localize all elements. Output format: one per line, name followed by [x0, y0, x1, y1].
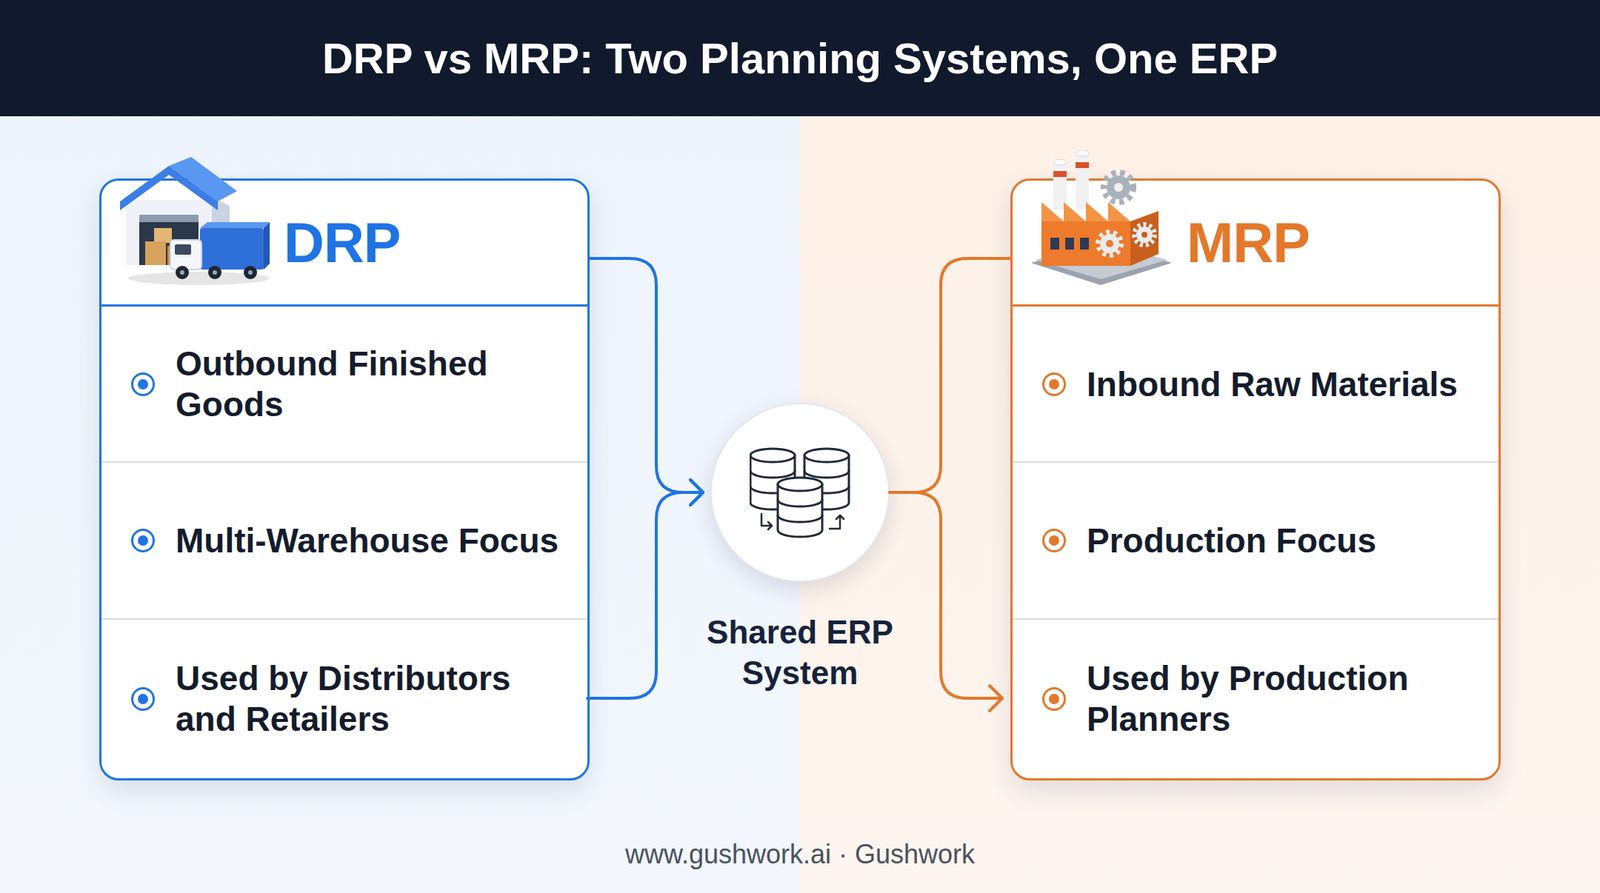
footer-credit: www.gushwork.ai · Gushwork	[0, 838, 1600, 872]
bullet-dot	[1048, 535, 1060, 546]
connector	[889, 492, 1003, 712]
factory-icon-part	[1075, 162, 1089, 169]
row-band: Used by Production Planners	[1012, 618, 1499, 779]
row-band: Used by Distributors and Retailers	[101, 618, 588, 779]
factory-icon	[1026, 150, 1175, 288]
row-label: Outbound Finished Goods	[175, 343, 570, 426]
panel-heading: MRP	[1186, 180, 1310, 305]
database-icon	[749, 447, 852, 540]
database-icon-part-part	[804, 448, 849, 463]
bullet-dot	[137, 694, 149, 705]
bullet-dot	[137, 535, 149, 546]
connector	[889, 258, 1011, 493]
warehouse-icon-part	[263, 222, 270, 270]
warehouse-icon	[117, 154, 273, 288]
connector	[589, 258, 703, 506]
row-label: Multi-Warehouse Focus	[175, 520, 570, 562]
warehouse-icon-part	[170, 240, 202, 270]
row-label: Inbound Raw Materials	[1086, 363, 1481, 405]
row-band: Multi-Warehouse Focus	[101, 461, 588, 619]
row-label: Production Focus	[1086, 520, 1481, 562]
title-band: DRP vs MRP: Two Planning Systems, One ER…	[0, 0, 1600, 117]
panel-heading: DRP	[283, 180, 400, 305]
arrow-head	[690, 480, 703, 506]
warehouse-icon-part	[200, 228, 264, 270]
connector	[587, 480, 703, 699]
row-band: Production Focus	[1012, 461, 1499, 619]
warehouse-icon-part	[243, 265, 258, 280]
bullet-marker	[131, 687, 155, 712]
factory-icon-part	[1100, 234, 1120, 254]
database-icon-part-part	[804, 471, 849, 478]
factory-icon-part	[1075, 150, 1089, 157]
factory-icon-part	[1105, 240, 1114, 248]
warehouse-icon-part	[175, 265, 189, 280]
connector-line	[889, 492, 1003, 699]
bullet-dot	[137, 379, 149, 390]
warehouse-icon-part	[200, 222, 270, 229]
factory-icon-part	[1075, 153, 1089, 210]
diagram-title: DRP vs MRP: Two Planning Systems, One ER…	[0, 0, 1600, 117]
hub-label: Shared ERP System	[677, 611, 923, 694]
bullet-marker	[131, 372, 155, 397]
factory-icon-part	[1114, 182, 1123, 192]
factory-icon-part	[1050, 237, 1060, 250]
factory-icon-part	[1136, 226, 1153, 243]
warehouse-icon-part	[208, 265, 222, 280]
database-icon-part-part	[777, 500, 823, 507]
bullet-marker	[1042, 528, 1066, 553]
factory-icon-part	[1065, 237, 1075, 250]
warehouse-icon-part	[180, 270, 185, 275]
row-band: Outbound Finished Goods	[101, 304, 588, 462]
warehouse-icon-part	[174, 244, 192, 255]
warehouse-icon-part	[145, 241, 166, 266]
factory-icon-part	[1053, 159, 1067, 166]
factory-icon-part	[1134, 224, 1155, 246]
connector-line	[589, 258, 703, 493]
warehouse-icon-part	[212, 270, 218, 275]
database-icon-part-part	[750, 448, 795, 463]
bullet-marker	[1042, 687, 1066, 712]
row-label: Used by Distributors and Retailers	[175, 658, 570, 740]
database-icon-part-part	[777, 477, 823, 492]
factory-icon-part	[1141, 231, 1148, 238]
database-icon-part-part	[777, 484, 823, 538]
warehouse-icon-part	[139, 214, 199, 223]
factory-icon-part	[1106, 175, 1131, 200]
factory-icon-part	[1080, 237, 1089, 250]
bullet-marker	[1042, 372, 1066, 397]
warehouse-icon-part	[154, 228, 172, 243]
connector-line	[889, 258, 1011, 493]
database-icon-part-part	[777, 515, 823, 523]
connector-line	[587, 492, 703, 699]
bullet-dot	[1048, 379, 1060, 390]
factory-icon-part	[1053, 171, 1067, 178]
warehouse-icon-part	[248, 270, 253, 275]
row-band: Inbound Raw Materials	[1012, 304, 1499, 462]
factory-icon-part	[1053, 162, 1067, 210]
factory-icon-part	[1041, 221, 1131, 266]
bullet-dot	[1048, 694, 1060, 705]
factory-icon-part	[1097, 231, 1122, 256]
arrow-head	[989, 685, 1003, 712]
row-label: Used by Production Planners	[1086, 658, 1481, 740]
bullet-marker	[131, 528, 155, 553]
database-icon-part-part	[750, 471, 795, 478]
arrow-head	[690, 480, 703, 506]
